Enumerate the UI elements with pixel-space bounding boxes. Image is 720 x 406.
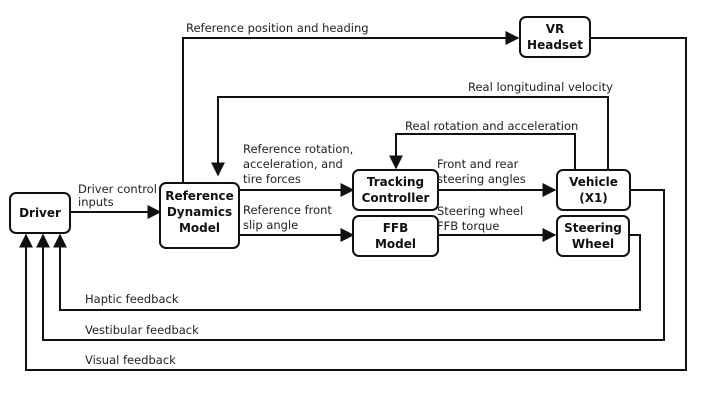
reference-slip-label-line2: slip angle	[243, 218, 298, 232]
vehicle-box	[556, 169, 631, 211]
real-longitudinal-velocity-arrow	[211, 96, 609, 177]
reference-position-arrow	[182, 31, 520, 190]
ffb-torque-label-line1: Steering wheel	[437, 204, 523, 218]
vr-headset-label-line1: VR	[546, 22, 565, 36]
vr-headset-box	[519, 16, 591, 58]
visual-feedback-arrow	[19, 37, 687, 371]
tracking-controller-block: Tracking Controller	[352, 169, 439, 211]
real-rotation-label: Real rotation and acceleration	[405, 119, 578, 133]
connections	[19, 31, 687, 371]
reference-rotation-label-line2: acceleration, and	[243, 157, 343, 171]
vestibular-feedback-arrow	[36, 189, 665, 341]
haptic-feedback-arrow	[53, 233, 641, 311]
ffb-model-label-line2: Model	[375, 237, 416, 251]
vr-headset-label-line2: Headset	[527, 38, 583, 52]
vehicle-label-line1: Vehicle	[569, 175, 618, 189]
haptic-feedback-label: Haptic feedback	[85, 292, 179, 306]
driver-label: Driver	[19, 206, 61, 220]
reference-position-label: Reference position and heading	[186, 21, 369, 35]
ffb-model-label-line1: FFB	[383, 221, 409, 235]
ffb-model-block: FFB Model	[352, 215, 439, 257]
real-rotation-arrow	[389, 133, 576, 170]
reference-model-label-line1: Reference	[165, 189, 234, 203]
ffb-model-box	[352, 215, 439, 257]
steering-angles-label-line2: steering angles	[437, 172, 526, 186]
reference-slip-label-line1: Reference front	[243, 203, 332, 217]
steering-wheel-box	[556, 215, 630, 257]
tracking-controller-box	[352, 169, 439, 211]
reference-model-label-line2: Dynamics	[167, 205, 232, 219]
edge-labels: Driver control inputs Reference position…	[78, 21, 613, 367]
ffb-torque-label-line2: FFB torque	[437, 219, 500, 233]
driver-block: Driver	[9, 192, 71, 234]
reference-rotation-label-line1: Reference rotation,	[243, 142, 353, 156]
vehicle-block: Vehicle (X1)	[556, 169, 631, 211]
tracking-controller-label-line2: Controller	[362, 191, 430, 205]
steering-angles-label-line1: Front and rear	[437, 157, 519, 171]
vr-headset-block: VR Headset	[519, 16, 591, 58]
driver-box	[9, 192, 71, 234]
vehicle-label-line2: (X1)	[579, 191, 608, 205]
reference-rotation-label-line3: tire forces	[243, 172, 301, 186]
driver-inputs-label-line1: Driver control	[78, 182, 157, 196]
real-longitudinal-velocity-label: Real longitudinal velocity	[468, 80, 613, 94]
reference-dynamics-model-block: Reference Dynamics Model	[159, 182, 240, 249]
steering-wheel-label-line1: Steering	[564, 221, 622, 235]
steering-wheel-block: Steering Wheel	[556, 215, 630, 257]
tracking-controller-label-line1: Tracking	[367, 175, 424, 189]
visual-feedback-label: Visual feedback	[85, 353, 176, 367]
vestibular-feedback-label: Vestibular feedback	[85, 323, 199, 337]
reference-model-label-line3: Model	[179, 221, 220, 235]
reference-dynamics-model-box	[159, 182, 240, 249]
driver-inputs-label-line2: inputs	[78, 195, 114, 209]
steering-wheel-label-line2: Wheel	[572, 237, 614, 251]
